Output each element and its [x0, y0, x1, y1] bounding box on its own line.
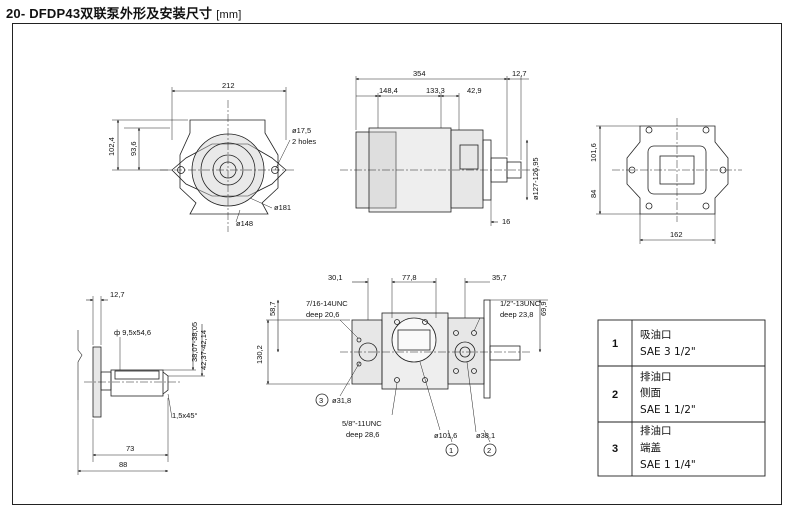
shaft-length-73: 73: [126, 444, 134, 453]
shaft-chamfer: 1,5х45°: [172, 411, 198, 420]
side-dim-133: 133,3: [426, 86, 445, 95]
shaft-detail-view: [77, 296, 205, 475]
side-total-length: 354: [413, 69, 426, 78]
bottom-height-69: 69,9: [539, 301, 548, 316]
thread-depth-2: deep 23,8: [500, 310, 533, 319]
side-shaft-length: 12,7: [512, 69, 527, 78]
port-2-line-1: 排油口: [640, 370, 672, 383]
front-width-dim: 212: [222, 81, 235, 90]
side-key-dim: 16: [502, 217, 510, 226]
thread-spec-1: 7/16-14UNC: [306, 299, 348, 308]
bottom-height-58: 58,7: [268, 301, 277, 316]
title-model: 20- DFDP43: [6, 6, 81, 21]
shaft-pilot-dia: ø127-126,95: [531, 157, 540, 200]
shaft-key-height-2: 42,37-42,14: [199, 330, 208, 370]
drawing-frame: [12, 23, 782, 505]
port-3-line-3: SAE 1 1/4": [640, 459, 696, 471]
pilot-dia-148: ø148: [236, 219, 253, 228]
side-view: [340, 76, 540, 226]
bottom-dim-77: 77,8: [402, 273, 417, 282]
shaft-face-dim: 12,7: [110, 290, 125, 299]
rear-view: [596, 118, 742, 244]
bottom-height-130: 130,2: [255, 345, 264, 364]
side-dim-148: 148,4: [379, 86, 398, 95]
front-height-dim: 102,4: [107, 137, 116, 156]
shaft-key-size: ф 9,5х54,6: [114, 328, 151, 337]
thread-spec-2: 1/2"-13UNC: [500, 299, 541, 308]
rear-half-height-dim: 84: [589, 190, 598, 198]
bottom-dim-30: 30,1: [328, 273, 343, 282]
port-3-dia: ø31,8: [332, 396, 351, 405]
side-dim-42: 42,9: [467, 86, 482, 95]
bottom-dim-35: 35,7: [492, 273, 507, 282]
marker-2: 2: [487, 446, 491, 455]
port-1-number: 1: [612, 338, 618, 350]
title-unit: [mm]: [216, 9, 242, 21]
front-center-height-dim: 93,6: [129, 141, 138, 156]
mount-hole-dia: ø17,5: [292, 126, 311, 135]
port-2-line-3: SAE 1 1/2": [640, 404, 696, 416]
port-1-line-2: SAE 3 1/2": [640, 346, 696, 358]
shaft-key-height-1: 38,07-38,05: [190, 322, 199, 362]
port-table: [597, 319, 766, 477]
thread-depth-1: deep 20,6: [306, 310, 339, 319]
port-1-dia: ø101,6: [434, 431, 457, 440]
marker-3: 3: [319, 396, 323, 405]
port-2-number: 2: [612, 389, 618, 401]
bottom-view: [266, 278, 548, 457]
title-description: 双联泵外形及安装尺寸: [80, 6, 213, 21]
shaft-length-88: 88: [119, 460, 127, 469]
rear-height-dim: 101,6: [589, 143, 598, 162]
mount-hole-count: 2 holes: [292, 137, 316, 146]
thread-depth-3: deep 28,6: [346, 430, 379, 439]
port-3-line-1: 排油口: [640, 424, 672, 437]
thread-spec-3: 5/8"-11UNC: [342, 419, 382, 428]
port-2-line-2: 侧面: [640, 386, 661, 399]
flange-dia-181: ø181: [274, 203, 291, 212]
drawing-title: 20- DFDP43双联泵外形及安装尺寸[mm]: [6, 3, 242, 22]
rear-width-dim: 162: [670, 230, 683, 239]
port-3-line-2: 端盖: [640, 441, 661, 454]
port-2-dia: ø38,1: [476, 431, 495, 440]
marker-1: 1: [449, 446, 453, 455]
port-3-number: 3: [612, 443, 618, 455]
front-view: [112, 87, 296, 232]
port-1-line-1: 吸油口: [640, 328, 672, 341]
